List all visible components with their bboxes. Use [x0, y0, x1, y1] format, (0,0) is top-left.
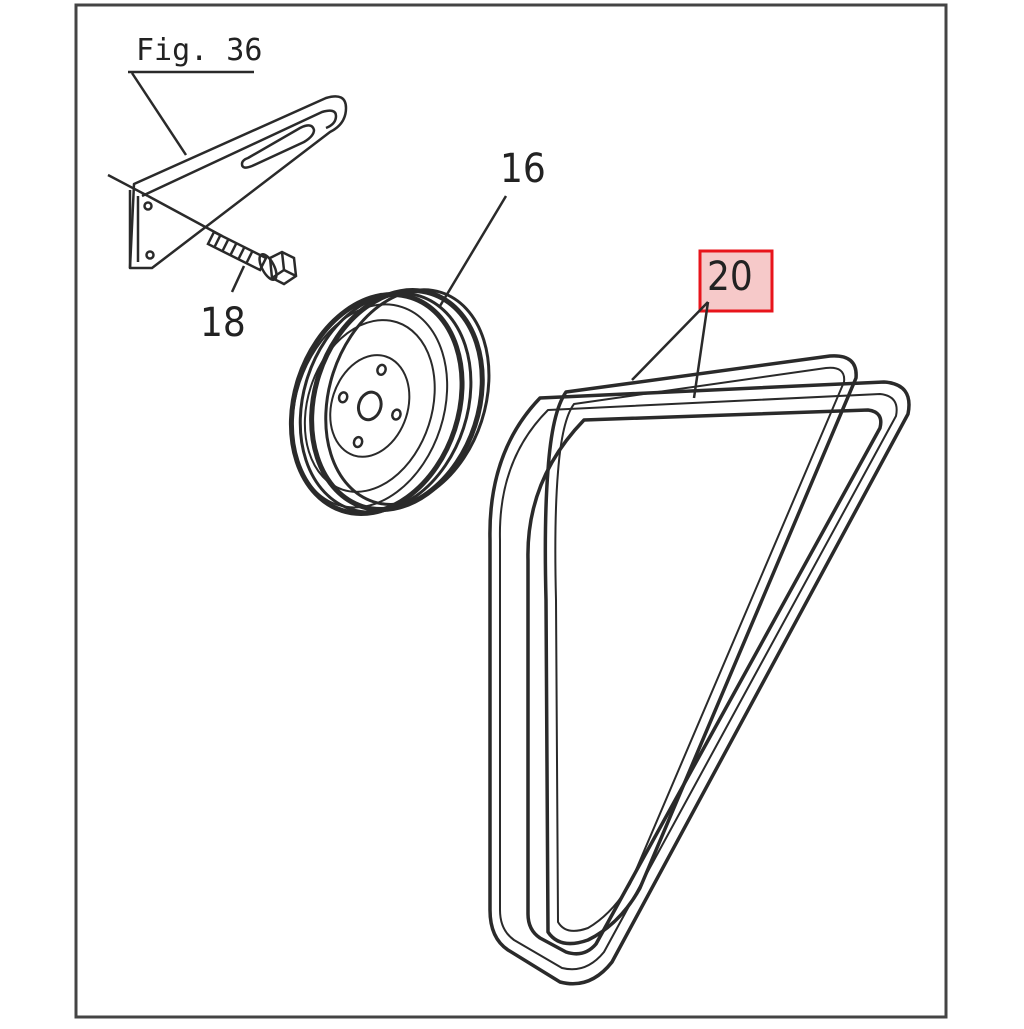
belt-rear — [543, 354, 858, 946]
callout-16[interactable]: 16 — [438, 146, 546, 307]
callout-18-label: 18 — [200, 300, 246, 346]
callout-20-label: 20 — [707, 254, 753, 300]
bolt-part — [147, 194, 298, 286]
callout-16-leader — [438, 195, 508, 307]
diagram-frame — [74, 3, 948, 1019]
pulley-part — [288, 288, 491, 516]
callout-18-leader — [230, 265, 246, 293]
bracket-part — [107, 95, 348, 270]
belt-front — [488, 380, 911, 986]
callout-20-highlight — [698, 249, 774, 313]
figure-reference-leader — [130, 72, 188, 156]
v-belt-pair — [488, 354, 911, 986]
figure-reference[interactable]: Fig. 36 — [128, 33, 262, 156]
callout-18[interactable]: 18 — [200, 265, 246, 346]
callout-20-leader-b — [692, 301, 710, 399]
callout-20-leader-a — [631, 301, 709, 381]
figure-reference-label: Fig. 36 — [136, 33, 262, 68]
callout-20[interactable]: 20 — [631, 249, 774, 399]
callout-16-label: 16 — [500, 146, 546, 192]
